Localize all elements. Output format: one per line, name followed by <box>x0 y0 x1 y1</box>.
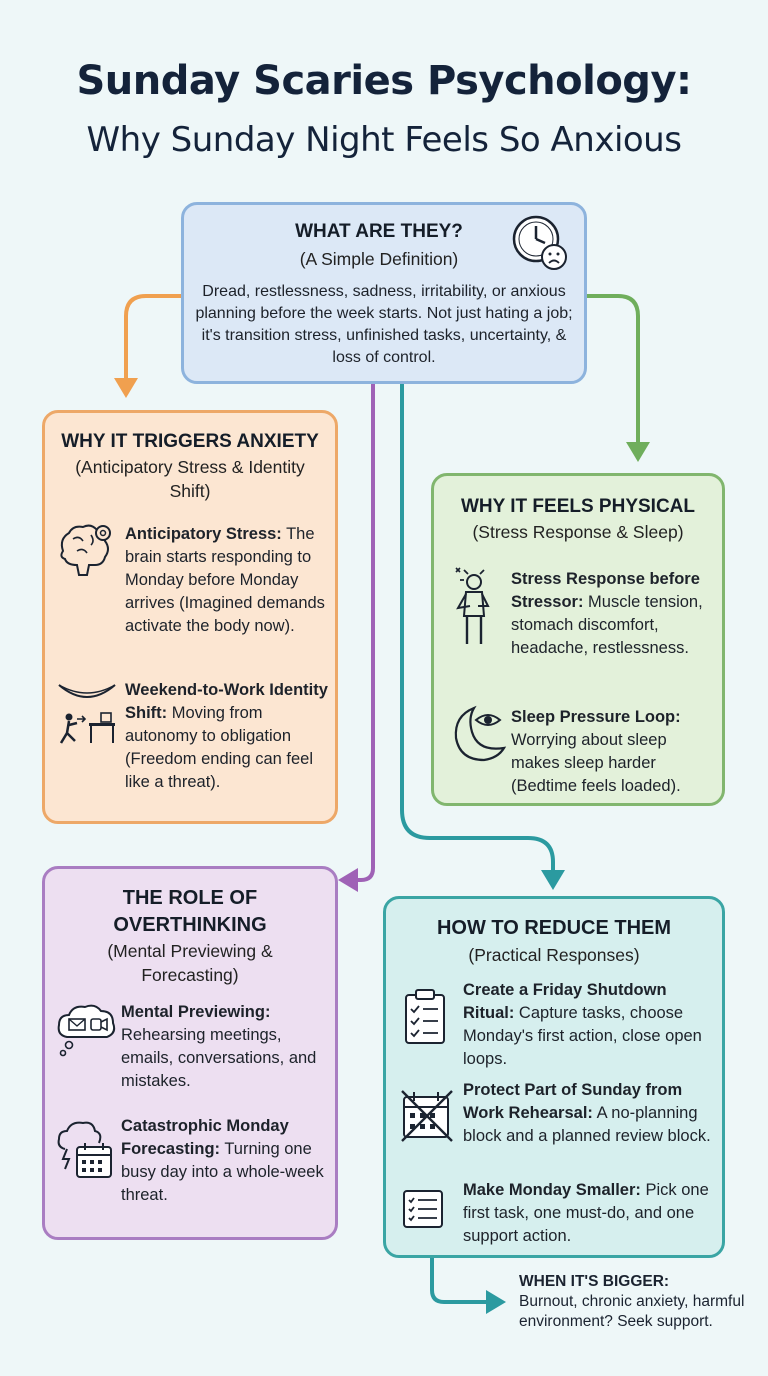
overthinking-item-catastrophic-forecasting: Catastrophic Monday Forecasting: Turning… <box>121 1117 324 1204</box>
physical-subheading: (Stress Response & Sleep) <box>472 522 684 542</box>
stressed-person-icon <box>450 566 500 648</box>
triggers-item-anticipatory-stress: Anticipatory Stress: The brain starts re… <box>125 525 325 635</box>
overthinking-subheading: (Mental Previewing & Forecasting) <box>107 941 273 985</box>
physical-heading: WHY IT FEELS PHYSICAL <box>460 496 695 517</box>
reduce-item-monday-smaller: Make Monday Smaller: Pick one first task… <box>463 1181 709 1245</box>
brain-gear-icon <box>55 521 117 581</box>
reduce-subheading: (Practical Responses) <box>468 945 640 965</box>
overthinking-item-mental-previewing: Mental Previewing: Rehearsing meetings, … <box>121 1003 317 1090</box>
definition-body: Dread, restlessness, sadness, irritabili… <box>195 283 573 366</box>
clipboard-checklist-icon <box>402 987 448 1047</box>
triggers-box: WHY IT TRIGGERS ANXIETY (Anticipatory St… <box>42 410 338 824</box>
triggers-subheading: (Anticipatory Stress & Identity Shift) <box>75 457 305 501</box>
thought-cloud-icon <box>55 1001 119 1061</box>
triggers-heading: WHY IT TRIGGERS ANXIETY <box>61 431 319 452</box>
reduce-item-protect-sunday: Protect Part of Sunday from Work Rehears… <box>463 1081 711 1145</box>
definition-subheading: (A Simple Definition) <box>299 249 459 269</box>
when-bigger-note: WHEN IT'S BIGGER: Burnout, chronic anxie… <box>519 1273 745 1330</box>
storm-calendar-icon <box>55 1119 117 1183</box>
overthinking-box: THE ROLE OF OVERTHINKING (Mental Preview… <box>42 866 338 1240</box>
hammock-desk-icon <box>55 679 119 749</box>
checklist-icon <box>402 1189 444 1229</box>
physical-item-sleep-loop: Sleep Pressure Loop: Worrying about slee… <box>511 708 681 795</box>
page-title: Sunday Scaries Psychology: <box>76 58 692 104</box>
reduce-box: HOW TO REDUCE THEM (Practical Responses)… <box>383 896 725 1258</box>
page-subtitle: Why Sunday Night Feels So Anxious <box>86 120 682 160</box>
reduce-heading: HOW TO REDUCE THEM <box>436 917 672 939</box>
triggers-item-identity-shift: Weekend-to-Work Identity Shift: Moving f… <box>125 681 328 791</box>
definition-box: WHAT ARE THEY? (A Simple Definition) Dre… <box>181 202 587 384</box>
moon-eye-icon <box>448 702 508 766</box>
definition-heading: WHAT ARE THEY? <box>295 221 463 242</box>
crossed-calendar-icon <box>400 1089 454 1143</box>
reduce-item-friday-shutdown: Create a Friday Shutdown Ritual: Capture… <box>463 981 702 1068</box>
overthinking-heading: THE ROLE OF OVERTHINKING <box>113 887 267 936</box>
clock-sad-face-icon <box>510 213 570 273</box>
physical-box: WHY IT FEELS PHYSICAL (Stress Response &… <box>431 473 725 806</box>
physical-item-stress-response: Stress Response before Stressor: Muscle … <box>511 570 703 657</box>
